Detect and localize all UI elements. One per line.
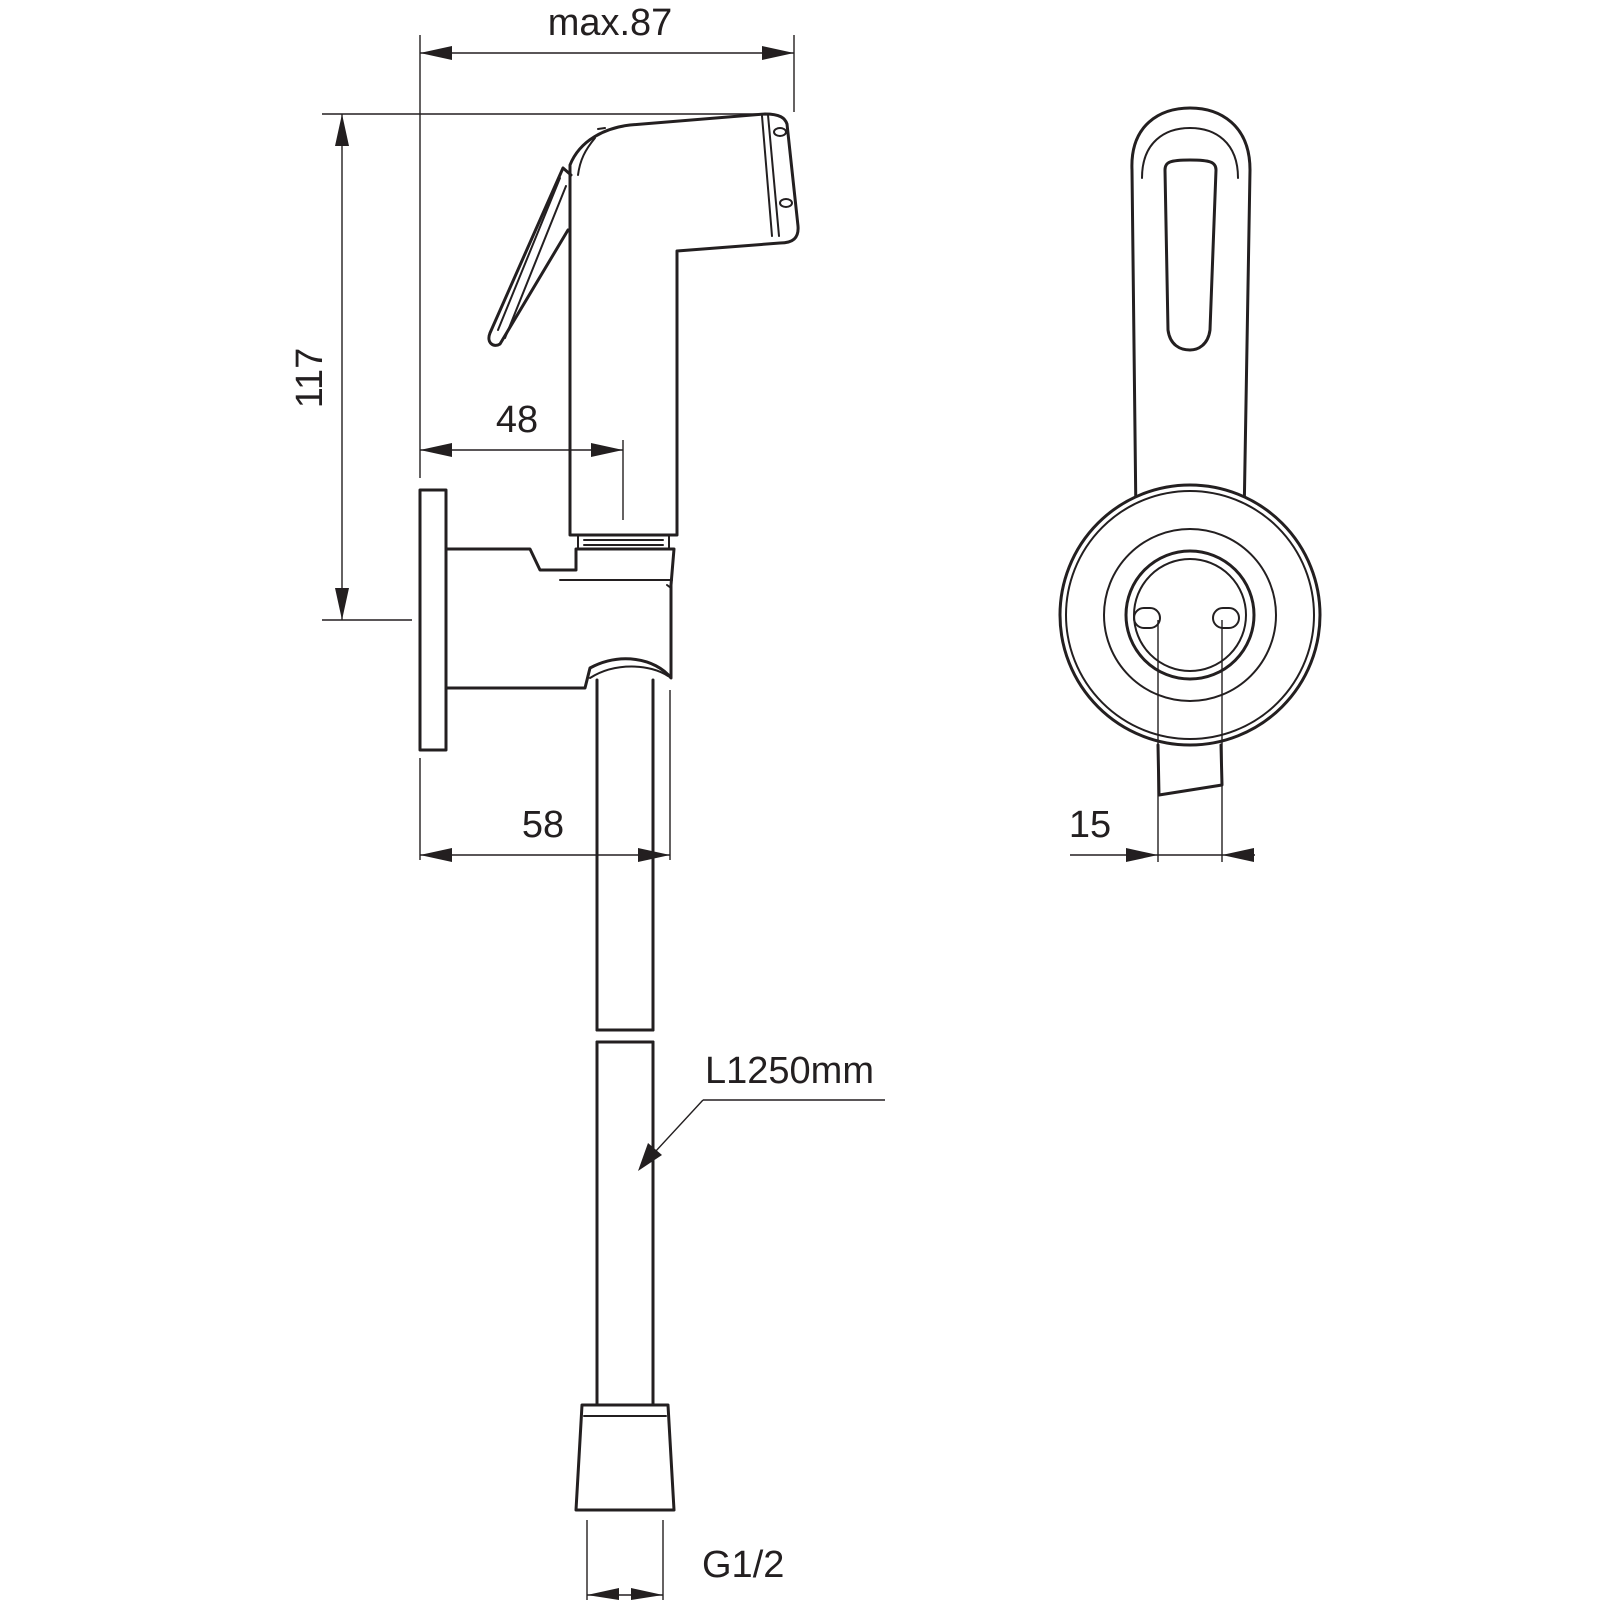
outlet-collar (577, 534, 670, 550)
wall-flange (418, 488, 448, 752)
holder-bracket (444, 547, 676, 690)
hose (595, 678, 655, 1407)
hose-end-fitting (574, 1403, 676, 1512)
dim-height: 117 (289, 348, 331, 409)
dim-bracket-depth: 58 (522, 804, 564, 846)
dim-spacing: 15 (1069, 804, 1111, 846)
dimension-lines (322, 35, 885, 1600)
front-view (1058, 106, 1322, 862)
dim-thread: G1/2 (702, 1544, 784, 1586)
side-view (418, 112, 800, 1512)
dim-outlet-offset: 48 (496, 399, 538, 441)
callout-hose-length: L1250mm (705, 1050, 874, 1092)
dim-max-width: max.87 (548, 2, 673, 44)
trigger-lever (487, 166, 573, 347)
shower-head-body (568, 112, 800, 537)
